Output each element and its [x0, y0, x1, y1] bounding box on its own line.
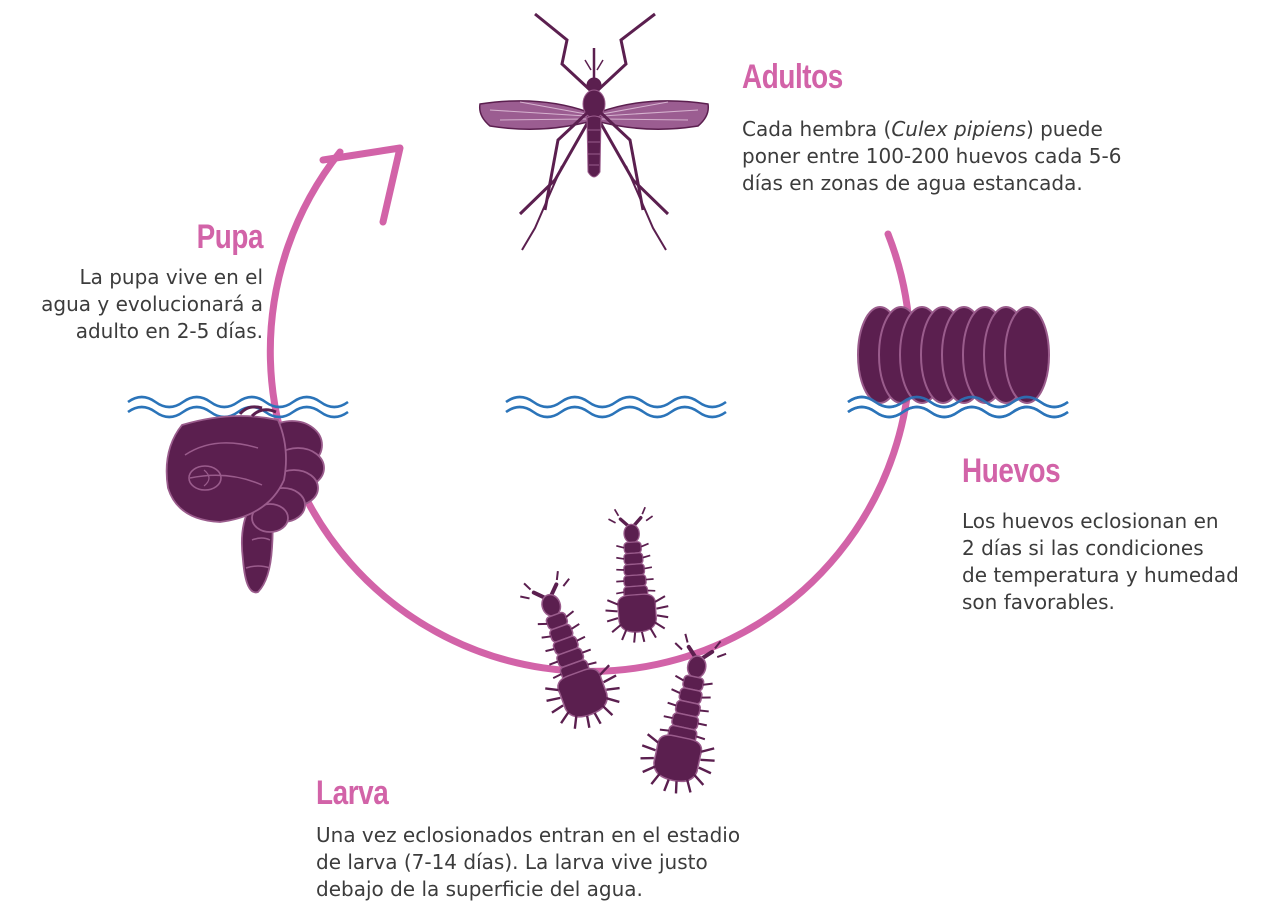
description-line: La pupa vive en el	[41, 264, 263, 291]
stage-title-pupa: Pupa	[196, 218, 263, 257]
pupa-icon	[167, 407, 324, 593]
description-line: de larva (7-14 días). La larva vive just…	[316, 849, 740, 876]
larva-icon	[599, 506, 671, 644]
description-line: Los huevos eclosionan en	[962, 508, 1239, 535]
mosquito-icon	[480, 14, 709, 250]
stage-description-pupa: La pupa vive en el agua y evolucionará a…	[41, 264, 263, 345]
text-span: Cada hembra (	[742, 117, 891, 141]
description-line: 2 días si las condiciones	[962, 535, 1239, 562]
water-wave-icon	[506, 397, 726, 417]
cycle-arrow-icon	[270, 148, 910, 671]
description-line: son favorables.	[962, 589, 1239, 616]
description-line: debajo de la superficie del agua.	[316, 876, 740, 903]
description-line: poner entre 100-200 huevos cada 5-6	[742, 143, 1121, 170]
larva-icon	[506, 565, 630, 739]
stage-description-adultos: Cada hembra (Culex pipiens) puede poner …	[742, 116, 1121, 197]
stage-description-larva: Una vez eclosionados entran en el estadi…	[316, 822, 740, 903]
stage-title-adultos: Adultos	[742, 58, 843, 97]
description-line: días en zonas de agua estancada.	[742, 170, 1121, 197]
stage-title-larva: Larva	[316, 774, 388, 813]
description-line: Una vez eclosionados entran en el estadi…	[316, 822, 740, 849]
stage-title-huevos: Huevos	[962, 452, 1060, 491]
water-wave-icon	[128, 397, 348, 417]
description-line: adulto en 2-5 días.	[41, 318, 263, 345]
species-name: Culex pipiens	[891, 117, 1026, 141]
text-span: ) puede	[1026, 117, 1103, 141]
eggs-icon	[858, 307, 1049, 403]
stage-description-huevos: Los huevos eclosionan en 2 días si las c…	[962, 508, 1239, 616]
description-line: Cada hembra (Culex pipiens) puede	[742, 116, 1121, 143]
description-line: de temperatura y humedad	[962, 562, 1239, 589]
description-line: agua y evolucionará a	[41, 291, 263, 318]
